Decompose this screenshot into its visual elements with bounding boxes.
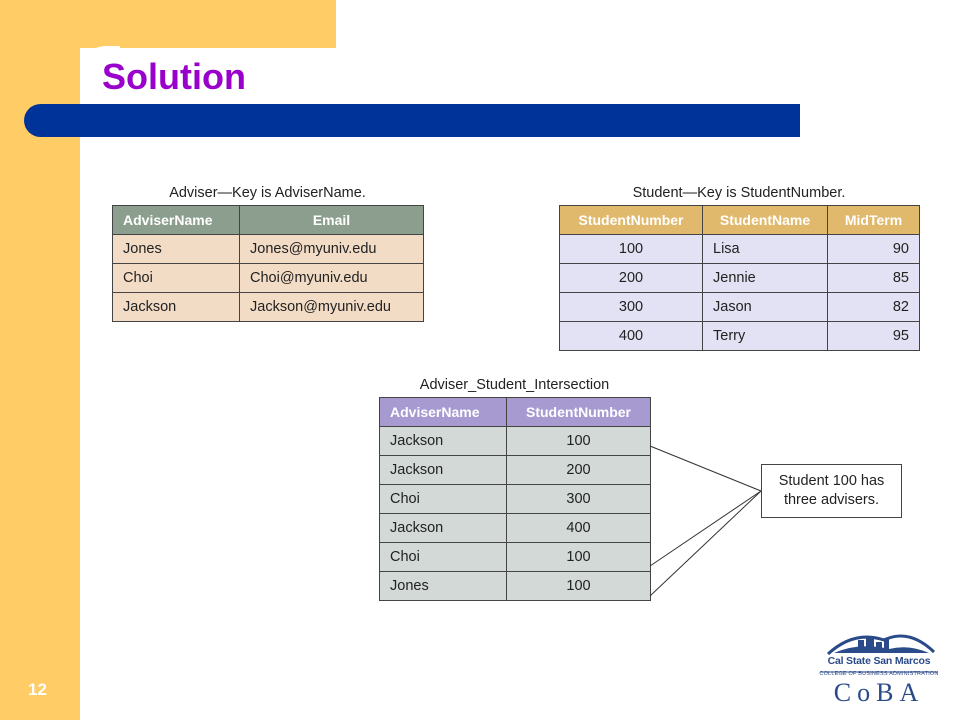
- adviser-table: AdviserName Email Jones Jones@myuniv.edu…: [112, 205, 424, 322]
- connector-line: [649, 490, 762, 567]
- table-row: Jackson 100: [379, 426, 651, 456]
- student-number-cell: 400: [559, 321, 703, 351]
- slide-top-frame: [0, 0, 336, 48]
- student-number-cell: 100: [559, 234, 703, 264]
- intersection-adviser-cell: Choi: [379, 542, 507, 572]
- connector-line: [649, 445, 762, 492]
- logo-name: Cal State San Marcos: [827, 655, 931, 667]
- intersection-adviser-cell: Jones: [379, 571, 507, 601]
- student-table: StudentNumber StudentName MidTerm 100 Li…: [559, 205, 920, 351]
- student-col-midterm: MidTerm: [827, 205, 920, 235]
- table-row: 100 Lisa 90: [559, 234, 920, 264]
- adviser-table-caption: Adviser—Key is AdviserName.: [169, 185, 366, 201]
- table-row: 400 Terry 95: [559, 321, 920, 351]
- intersection-student-cell: 300: [506, 484, 651, 514]
- intersection-student-cell: 100: [506, 571, 651, 601]
- table-row: 300 Jason 82: [559, 292, 920, 322]
- table-row: Choi 300: [379, 484, 651, 514]
- adviser-email-cell: Choi@myuniv.edu: [239, 263, 424, 293]
- title-underline-bar: [24, 104, 800, 137]
- student-number-cell: 300: [559, 292, 703, 322]
- student-midterm-cell: 82: [827, 292, 920, 322]
- intersection-student-cell: 200: [506, 455, 651, 485]
- adviser-email-cell: Jones@myuniv.edu: [239, 234, 424, 264]
- intersection-col-advisername: AdviserName: [379, 397, 507, 427]
- intersection-student-cell: 100: [506, 426, 651, 456]
- adviser-email-cell: Jackson@myuniv.edu: [239, 292, 424, 322]
- slide-frame-corner: [80, 46, 120, 86]
- table-row: Jackson 200: [379, 455, 651, 485]
- intersection-table: AdviserName StudentNumber Jackson 100 Ja…: [379, 397, 651, 601]
- adviser-col-advisername: AdviserName: [112, 205, 240, 235]
- adviser-col-email: Email: [239, 205, 424, 235]
- intersection-adviser-cell: Choi: [379, 484, 507, 514]
- student-name-cell: Jason: [702, 292, 828, 322]
- student-col-studentnumber: StudentNumber: [559, 205, 703, 235]
- table-row: Choi 100: [379, 542, 651, 572]
- table-row: Choi Choi@myuniv.edu: [112, 263, 424, 293]
- intersection-adviser-cell: Jackson: [379, 426, 507, 456]
- adviser-name-cell: Jackson: [112, 292, 240, 322]
- adviser-name-cell: Jones: [112, 234, 240, 264]
- intersection-student-cell: 100: [506, 542, 651, 572]
- table-row: 200 Jennie 85: [559, 263, 920, 293]
- student-name-cell: Jennie: [702, 263, 828, 293]
- student-name-cell: Terry: [702, 321, 828, 351]
- connector-line: [649, 490, 762, 597]
- student-midterm-cell: 95: [827, 321, 920, 351]
- intersection-student-cell: 400: [506, 513, 651, 543]
- table-row: Jackson 400: [379, 513, 651, 543]
- callout-line-2: three advisers.: [783, 492, 880, 508]
- page-number: 12: [28, 680, 47, 699]
- callout-box: Student 100 has three advisers.: [761, 464, 902, 518]
- csusm-logo-icon: [820, 634, 938, 673]
- intersection-adviser-cell: Jackson: [379, 513, 507, 543]
- intersection-table-caption: Adviser_Student_Intersection: [419, 377, 610, 393]
- intersection-adviser-cell: Jackson: [379, 455, 507, 485]
- student-midterm-cell: 90: [827, 234, 920, 264]
- logo-subtitle: COLLEGE OF BUSINESS ADMINISTRATION: [819, 671, 939, 677]
- logo-abbreviation: CoBA: [833, 678, 925, 707]
- student-midterm-cell: 85: [827, 263, 920, 293]
- student-name-cell: Lisa: [702, 234, 828, 264]
- intersection-col-studentnumber: StudentNumber: [506, 397, 651, 427]
- student-number-cell: 200: [559, 263, 703, 293]
- student-table-caption: Student—Key is StudentNumber.: [632, 185, 846, 201]
- table-row: Jones 100: [379, 571, 651, 601]
- slide-title: Solution: [102, 56, 246, 97]
- callout-line-1: Student 100 has: [778, 473, 885, 489]
- adviser-name-cell: Choi: [112, 263, 240, 293]
- table-row: Jackson Jackson@myuniv.edu: [112, 292, 424, 322]
- table-row: Jones Jones@myuniv.edu: [112, 234, 424, 264]
